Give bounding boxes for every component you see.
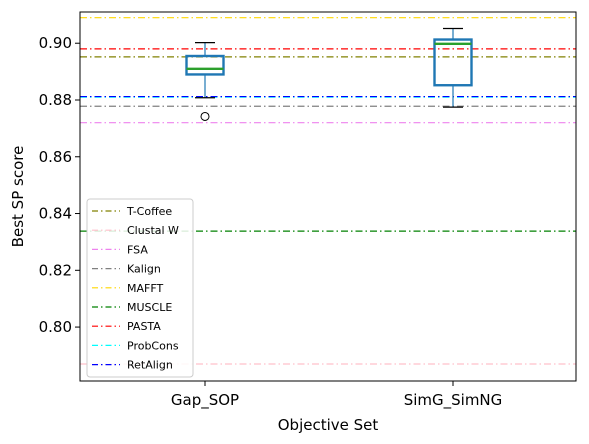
- legend-item-mafft: MAFFT: [92, 282, 163, 295]
- x-axis-title: Objective Set: [278, 416, 379, 434]
- outlier-point: [200, 111, 210, 121]
- legend-label: T-Coffee: [126, 205, 172, 218]
- legend-label: MAFFT: [127, 282, 163, 295]
- x-tick-label: SimG_SimNG: [404, 391, 503, 410]
- legend-label: Kalign: [127, 263, 161, 276]
- y-tick-label: 0.84: [39, 205, 72, 223]
- legend-label: PASTA: [127, 320, 161, 333]
- legend-label: RetAlign: [127, 359, 173, 372]
- legend-label: FSA: [127, 243, 148, 256]
- x-axis-ticks: Gap_SOP SimG_SimNG: [171, 381, 502, 410]
- legend-item-kalign: Kalign: [92, 263, 161, 276]
- legend-frame: [86, 198, 194, 378]
- legend-item-clustal-w: Clustal W: [92, 224, 179, 237]
- plot-frame: [79, 11, 577, 382]
- legend-item-muscle: MUSCLE: [92, 301, 172, 314]
- legend-item-retalign: RetAlign: [92, 359, 173, 372]
- box-gap-sop: [185, 42, 225, 121]
- box-plots: [185, 27, 473, 121]
- y-tick-label: 0.86: [39, 148, 72, 166]
- y-tick-label: 0.90: [39, 34, 72, 52]
- y-tick-label: 0.80: [39, 318, 72, 336]
- legend-item-pasta: PASTA: [92, 320, 161, 333]
- box-iqr: [433, 38, 473, 87]
- legend-item-fsa: FSA: [92, 243, 148, 256]
- y-axis-title: Best SP score: [9, 146, 27, 248]
- legend-label: ProbCons: [127, 339, 179, 352]
- y-axis-ticks: 0.80 0.82 0.84 0.86 0.88 0.90: [39, 34, 80, 336]
- box-simg-simng: [433, 27, 473, 108]
- x-tick-label: Gap_SOP: [171, 391, 239, 410]
- legend-item-probcons: ProbCons: [92, 339, 179, 352]
- y-tick-label: 0.82: [39, 261, 72, 279]
- y-tick-label: 0.88: [39, 91, 72, 109]
- legend-label: MUSCLE: [127, 301, 172, 314]
- legend-item-t-coffee: T-Coffee: [92, 205, 172, 218]
- legend-label: Clustal W: [127, 224, 179, 237]
- box-iqr: [185, 54, 225, 76]
